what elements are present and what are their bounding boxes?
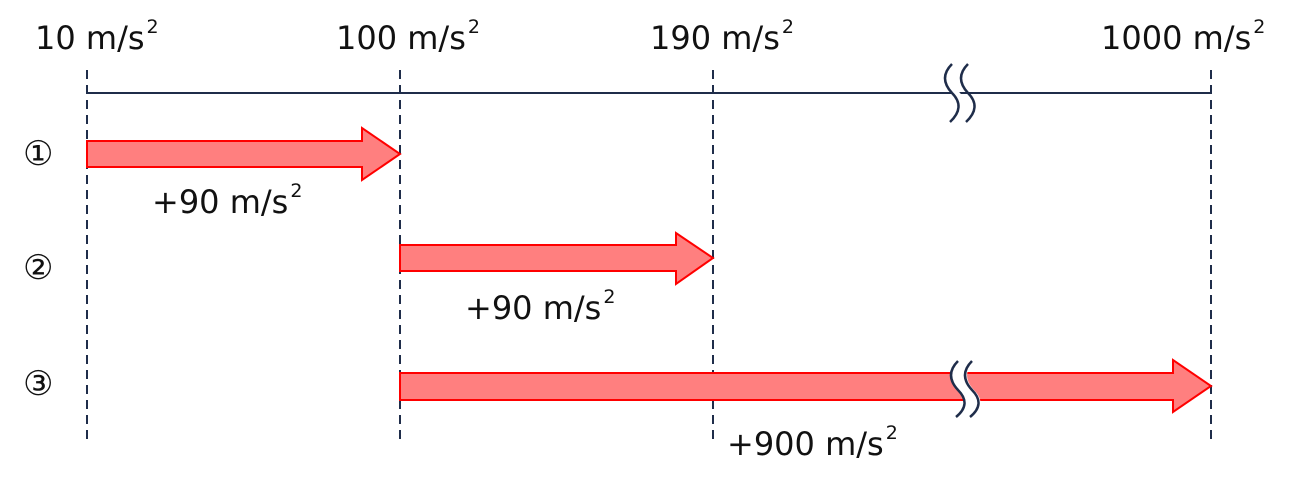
step-marker-1: ① bbox=[23, 134, 54, 174]
arrow-step-2 bbox=[399, 231, 715, 286]
arrow-step-1 bbox=[86, 126, 402, 182]
arrow-break-icon bbox=[949, 360, 981, 418]
axis-break-icon bbox=[943, 63, 976, 123]
arrow-step-3 bbox=[399, 358, 1213, 414]
step-marker-2: ② bbox=[23, 248, 54, 288]
step-marker-3: ③ bbox=[23, 364, 54, 404]
